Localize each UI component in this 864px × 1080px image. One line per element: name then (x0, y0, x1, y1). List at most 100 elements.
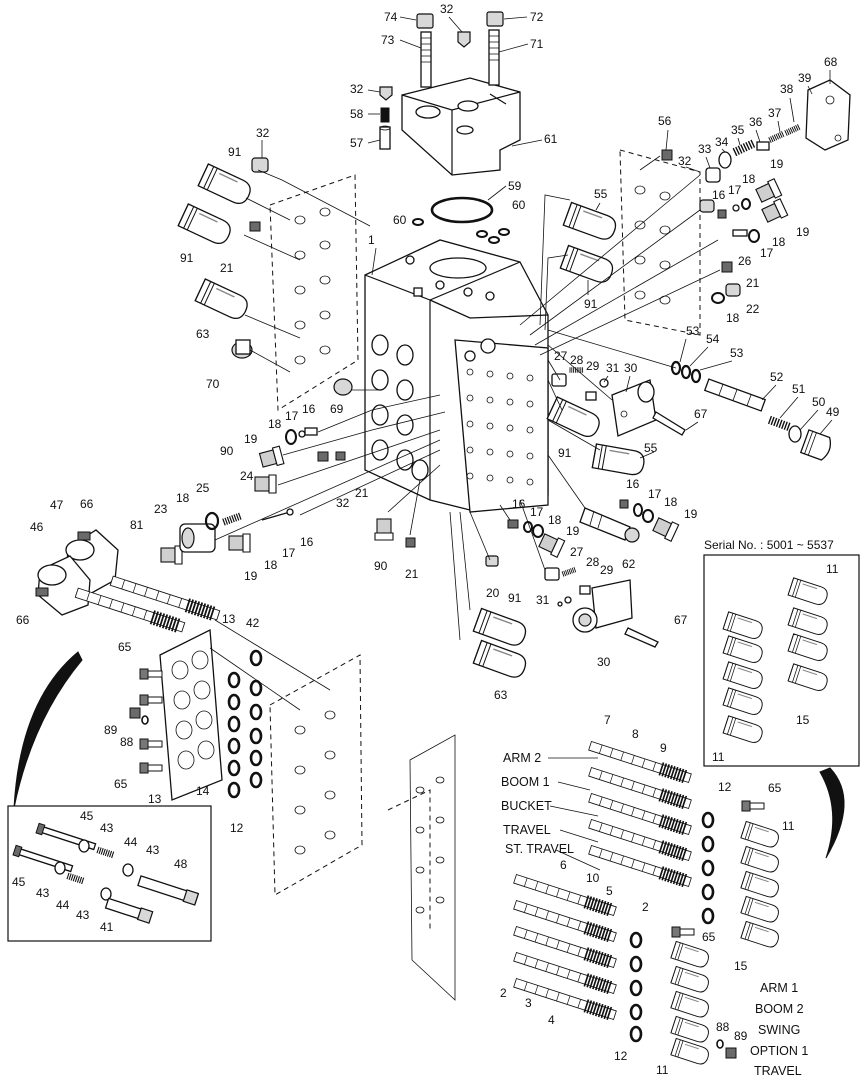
plug-19-left-b (228, 533, 251, 553)
callout-label: 12 (718, 780, 732, 794)
callout-label: 65 (114, 777, 128, 791)
plug-81 (160, 545, 183, 565)
spool-names-left: ARM 2 BOOM 1 BUCKET TRAVEL ST. TRAVEL (501, 751, 574, 856)
callout-label: 74 (384, 10, 398, 24)
relief-valve-91-mid (546, 396, 604, 441)
callout-label: 7 (604, 713, 611, 727)
inset-box-lower-left (7, 805, 212, 942)
callout-label: 19 (244, 569, 258, 583)
callout-label: 6 (560, 858, 567, 872)
callout-label: 91 (228, 145, 242, 159)
callout-arc-right (819, 767, 845, 859)
callout-label: 16 (512, 497, 526, 511)
callout-label: 65 (118, 640, 132, 654)
relief-valve-55-mid (591, 443, 647, 478)
name-leader-lines (548, 757, 601, 871)
callout-label: 47 (50, 498, 64, 512)
oring-17-18-right (732, 198, 751, 212)
callout-label: 29 (600, 563, 614, 577)
parts-16-17-18-19-lower (619, 499, 654, 523)
callout-label: 62 (622, 557, 636, 571)
callout-label: 5 (606, 884, 613, 898)
callout-label: 19 (796, 225, 810, 239)
spring-58 (380, 107, 390, 123)
pin-36 (756, 141, 770, 151)
inset-box-serial (703, 554, 860, 767)
callout-label: 65 (702, 930, 716, 944)
callout-label: 43 (76, 908, 90, 922)
callout-label: 9 (660, 741, 667, 755)
callout-label: 29 (586, 359, 600, 373)
callout-label: 69 (330, 402, 344, 416)
gasket-plate-bottom-left (269, 654, 363, 896)
callout-label: 27 (570, 545, 584, 559)
relief-valve-91-left (177, 203, 235, 248)
plug-19-lower-right (651, 515, 680, 542)
spool-name-boom-2: BOOM 2 (755, 1002, 804, 1016)
callout-label: 34 (715, 135, 729, 149)
callout-label: 42 (246, 616, 260, 630)
relief-valve-91-upper (197, 163, 255, 208)
callout-label: 31 (606, 361, 620, 375)
callout-label: 89 (734, 1029, 748, 1043)
spool-bank-upper (587, 738, 693, 890)
callout-label: 8 (632, 727, 639, 741)
washer-50 (788, 425, 802, 443)
callout-label: 52 (770, 370, 784, 384)
spool-name-arm-1: ARM 1 (760, 981, 798, 995)
bolt-65-right (671, 800, 765, 938)
callout-label: 28 (586, 555, 600, 569)
spool-name-boom-1: BOOM 1 (501, 775, 550, 789)
callout-label: 70 (206, 377, 220, 391)
relief-valve-62 (579, 507, 640, 543)
callout-label: 21 (220, 261, 234, 275)
callout-label: 44 (56, 898, 70, 912)
cap-46 (35, 555, 91, 616)
relief-valve-91-right (559, 244, 617, 286)
gasket-plate-bottom-right (387, 734, 456, 1001)
cover-block-61 (401, 77, 521, 176)
orings-17-18-right-b (748, 229, 760, 243)
callout-label: 65 (768, 781, 782, 795)
parts-27-28-29-31-lower (544, 566, 591, 607)
plug-88-89-right (716, 1039, 737, 1059)
callout-label: 17 (728, 183, 742, 197)
spring-51 (767, 415, 791, 432)
callout-label: 16 (712, 188, 726, 202)
callout-label: 26 (738, 254, 752, 268)
callout-label: 55 (594, 187, 608, 201)
orings-60 (412, 218, 510, 244)
callout-label: 16 (302, 402, 316, 416)
plug-89-88-left (129, 707, 149, 725)
leader-lines-right (519, 155, 721, 356)
callout-label: 11 (826, 562, 839, 576)
plug-21-lower (405, 537, 416, 548)
spool-names-right: ARM 1 BOOM 2 SWING OPTION 1 TRAVEL (750, 981, 808, 1078)
callout-label: 73 (381, 33, 395, 47)
callout-label: 24 (240, 469, 254, 483)
plug-32-top (457, 31, 471, 48)
bolt-67-upper (652, 411, 686, 436)
callout-label: 67 (694, 407, 708, 421)
stud-71 (488, 29, 500, 86)
valve-body-1 (364, 239, 549, 513)
callout-label: 59 (508, 179, 522, 193)
callout-label: 43 (146, 843, 160, 857)
callout-label: 22 (746, 302, 760, 316)
callout-label: 67 (674, 613, 688, 627)
callout-label: 2 (500, 986, 507, 1000)
plug-21-left (249, 221, 261, 232)
plug-70 (231, 339, 253, 359)
callout-label: 13 (222, 612, 236, 626)
plug-90-left (254, 474, 277, 494)
oring-59 (430, 196, 494, 224)
callout-label: 17 (530, 505, 544, 519)
callout-label: 91 (584, 297, 598, 311)
orings-42 (227, 649, 263, 799)
nut-74 (416, 13, 434, 29)
callout-label: 18 (742, 172, 756, 186)
callout-label: 17 (760, 246, 774, 260)
callout-label: 49 (826, 405, 840, 419)
plug-32-lower-left (317, 451, 346, 462)
gasket-plate-left (269, 174, 359, 411)
